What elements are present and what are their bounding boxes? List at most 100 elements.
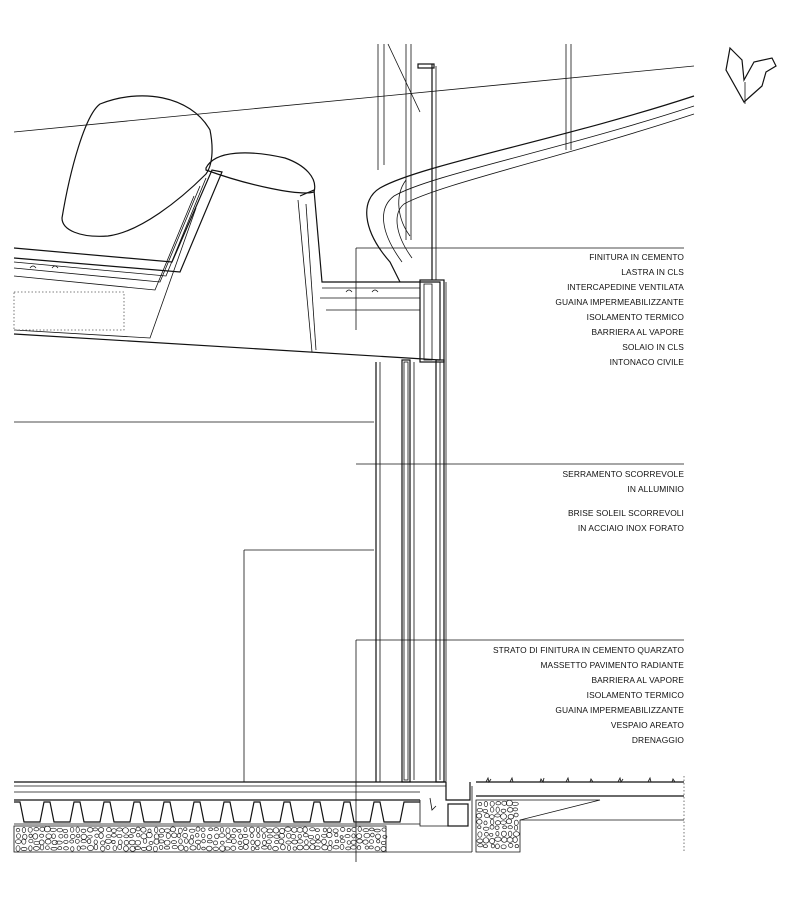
gravel-pebble — [87, 827, 94, 833]
gravel-pebble — [350, 845, 357, 850]
gravel-pebble — [507, 814, 515, 820]
gravel-pebble — [382, 834, 388, 839]
gravel-pebble — [230, 845, 237, 851]
gravel-pebble — [238, 833, 243, 840]
callout-brise-soleil: BRISE SOLEIL SCORREVOLI IN ACCIAIO INOX … — [568, 508, 684, 533]
gravel-pebble — [476, 819, 483, 825]
gravel-pebble — [170, 840, 177, 844]
gravel-pebble — [159, 828, 165, 834]
gravel-pebble — [260, 827, 268, 833]
gravel-pebble — [250, 846, 255, 852]
gravel-pebble — [272, 846, 279, 852]
gravel-pebble — [279, 828, 286, 834]
gravel-pebble — [148, 841, 154, 845]
gravel-pebble — [502, 825, 507, 830]
gravel-pebble — [309, 839, 317, 845]
gravel-pebble — [484, 813, 490, 819]
gravel-pebble — [494, 813, 501, 818]
gravel-pebble — [63, 839, 69, 844]
gravel-pebble — [334, 839, 340, 844]
gravel-pebble — [280, 844, 286, 851]
callout-roof-line-3: INTERCAPEDINE VENTILATA — [567, 282, 684, 292]
gravel-pebble — [100, 840, 106, 846]
gravel-pebble — [171, 832, 178, 839]
gravel-pebble — [49, 827, 57, 832]
gravel-pebble — [250, 839, 255, 846]
callout-roof: FINITURA IN CEMENTO LASTRA IN CLS INTERC… — [555, 252, 684, 367]
gravel-pebble — [332, 845, 340, 850]
window-frame — [375, 282, 447, 783]
gravel-pebble — [43, 825, 51, 833]
gravel-pebble — [163, 845, 171, 850]
gravel-pebble — [219, 845, 227, 852]
gravel-pebble — [28, 833, 33, 838]
gravel-pebble — [489, 800, 495, 807]
gravel-pebble — [154, 826, 159, 834]
gravel-pebble — [512, 836, 518, 843]
gravel-pebble — [344, 834, 351, 839]
gravel-pebble — [104, 838, 112, 844]
gravel-pebble — [495, 801, 502, 806]
gravel-pebble — [483, 820, 488, 826]
roof-slab — [13, 65, 695, 363]
gravel-pebble — [256, 833, 261, 839]
gravel-pebble — [370, 832, 375, 838]
gravel-pebble — [266, 839, 272, 844]
gravel-pebble — [201, 846, 206, 851]
gravel-pebble — [501, 800, 508, 806]
gravel-pebble — [494, 825, 500, 830]
gravel-pebble — [86, 838, 92, 844]
gravel-pebble — [136, 833, 141, 838]
gravel-pebble — [373, 828, 381, 833]
gravel-pebble — [32, 833, 39, 840]
callout-roof-line-6: BARRIERA AL VAPORE — [591, 327, 684, 337]
gravel-pebble — [225, 832, 231, 839]
gravel-pebble — [189, 845, 197, 851]
gravel-pebble — [51, 839, 58, 846]
profile-detail-icon — [725, 46, 777, 104]
gravel-pebble — [500, 813, 507, 820]
gravel-pebble — [482, 808, 488, 814]
gravel-pebble — [321, 844, 329, 851]
gravel-pebble — [512, 807, 518, 812]
gravel-pebble — [494, 836, 502, 842]
gravel-pebble — [188, 828, 196, 833]
gravel-pebble — [356, 845, 362, 851]
gravel-pebble — [33, 827, 40, 832]
gravel-pebble — [292, 846, 297, 851]
gravel-pebble — [213, 827, 219, 832]
gravel-pebble — [75, 826, 80, 833]
gravel-pebble — [490, 818, 495, 826]
gravel-pebble — [190, 834, 195, 840]
gravel-pebble — [69, 834, 76, 839]
gravel-pebble — [302, 826, 308, 833]
gravel-pebble — [80, 845, 87, 850]
gravel-pebble — [177, 844, 185, 851]
floor-slab — [13, 776, 685, 853]
gravel-pebble — [249, 833, 254, 838]
gravel-pebble — [303, 833, 309, 838]
gravel-pebble — [511, 801, 519, 806]
gravel-pebble — [314, 845, 321, 850]
gravel-pebble — [254, 839, 261, 847]
gravel-pebble — [188, 838, 194, 845]
gravel-pebble — [500, 808, 507, 813]
callout-floor-line-5: GUAINA IMPERMEABILIZZANTE — [555, 705, 684, 715]
gravel-pebble — [326, 832, 333, 838]
gravel-pebble — [495, 843, 500, 850]
gravel-pebble — [350, 839, 357, 845]
gravel-pebble — [507, 825, 513, 830]
gravel-pebble — [194, 839, 202, 845]
callout-window-line-1: SERRAMENTO SCORREVOLE — [562, 469, 684, 479]
gravel-pebble — [134, 839, 141, 846]
gravel-pebble — [196, 844, 201, 851]
gravel-pebble — [304, 839, 309, 845]
gravel-pebble — [87, 834, 93, 839]
gravel-pebble — [178, 838, 183, 845]
gravel-pebble — [51, 833, 56, 839]
gravel-pebble — [296, 839, 304, 844]
gravel-pebble — [261, 845, 269, 850]
gravel-pebble — [489, 832, 494, 837]
gravel-pebble — [483, 801, 488, 807]
